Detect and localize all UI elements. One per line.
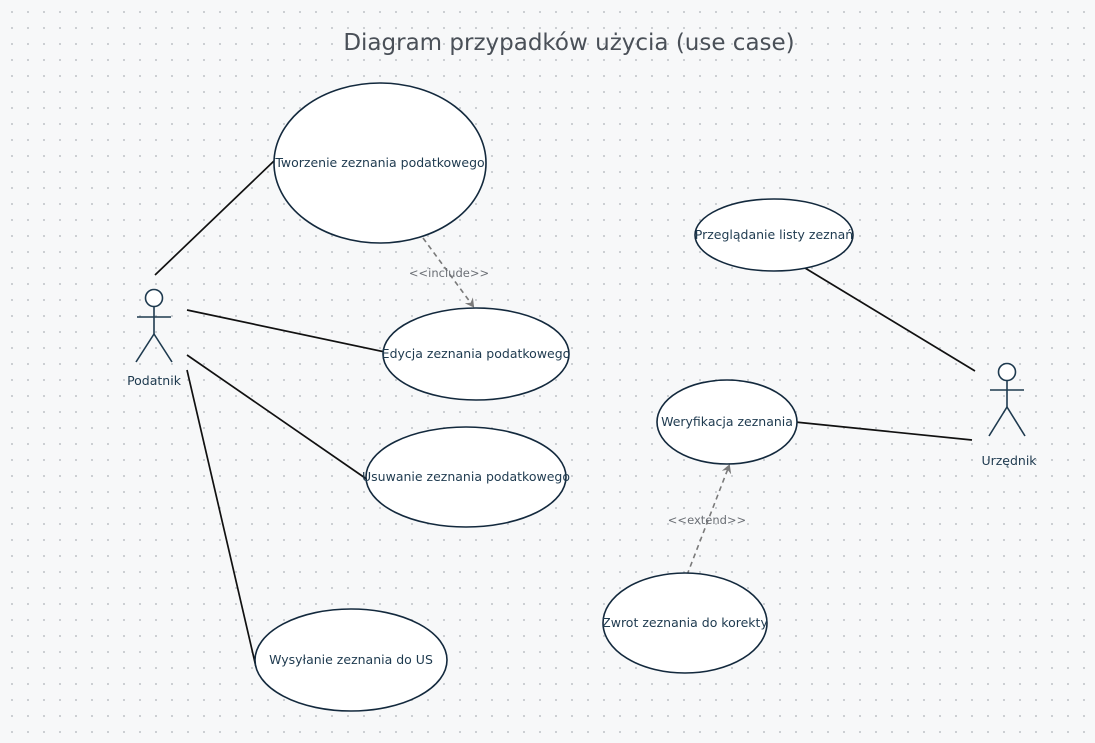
use-case-przegladanie-label: Przeglądanie listy zeznań [695, 227, 853, 242]
use-case-weryfikacja-label: Weryfikacja zeznania [661, 414, 793, 429]
association-podatnik-edycja[interactable] [186, 309, 386, 353]
actor-podatnik-icon [135, 288, 173, 363]
use-case-zwrot[interactable]: Zwrot zeznania do korekty [602, 572, 768, 674]
use-case-tworzenie-label: Tworzenie zeznania podatkowego [274, 155, 484, 170]
association-urzednik-weryfikacja[interactable] [794, 421, 973, 441]
actor-podatnik[interactable]: Podatnik [127, 288, 182, 389]
actor-podatnik-label: Podatnik [127, 373, 182, 388]
actor-urzednik-label: Urzędnik [981, 453, 1037, 468]
use-case-edycja[interactable]: Edycja zeznania podatkowego [382, 307, 571, 401]
include-label: <<include>> [409, 266, 489, 280]
extend-arrow[interactable] [686, 464, 732, 576]
use-case-edycja-label: Edycja zeznania podatkowego [382, 346, 571, 361]
use-case-wysylanie-label: Wysyłanie zeznania do US [269, 652, 433, 667]
actor-urzednik[interactable]: Urzędnik [981, 362, 1037, 469]
association-urzednik-przegladanie[interactable] [804, 267, 976, 372]
extend-label: <<extend>> [668, 513, 746, 527]
use-case-usuwanie[interactable]: Usuwanie zeznania podatkowego [362, 426, 570, 528]
association-podatnik-usuwanie[interactable] [186, 354, 369, 481]
use-case-weryfikacja[interactable]: Weryfikacja zeznania [656, 379, 798, 465]
association-podatnik-wysylanie[interactable] [186, 369, 257, 668]
use-case-przegladanie[interactable]: Przeglądanie listy zeznań [694, 198, 854, 272]
use-case-tworzenie[interactable]: Tworzenie zeznania podatkowego [273, 82, 487, 244]
actor-urzednik-icon [988, 362, 1026, 437]
diagram-title: Diagram przypadków użycia (use case) [343, 30, 794, 56]
use-case-zwrot-label: Zwrot zeznania do korekty [602, 615, 768, 630]
use-case-wysylanie[interactable]: Wysyłanie zeznania do US [254, 608, 448, 712]
association-podatnik-tworzenie[interactable] [154, 159, 276, 276]
use-case-usuwanie-label: Usuwanie zeznania podatkowego [362, 469, 570, 484]
